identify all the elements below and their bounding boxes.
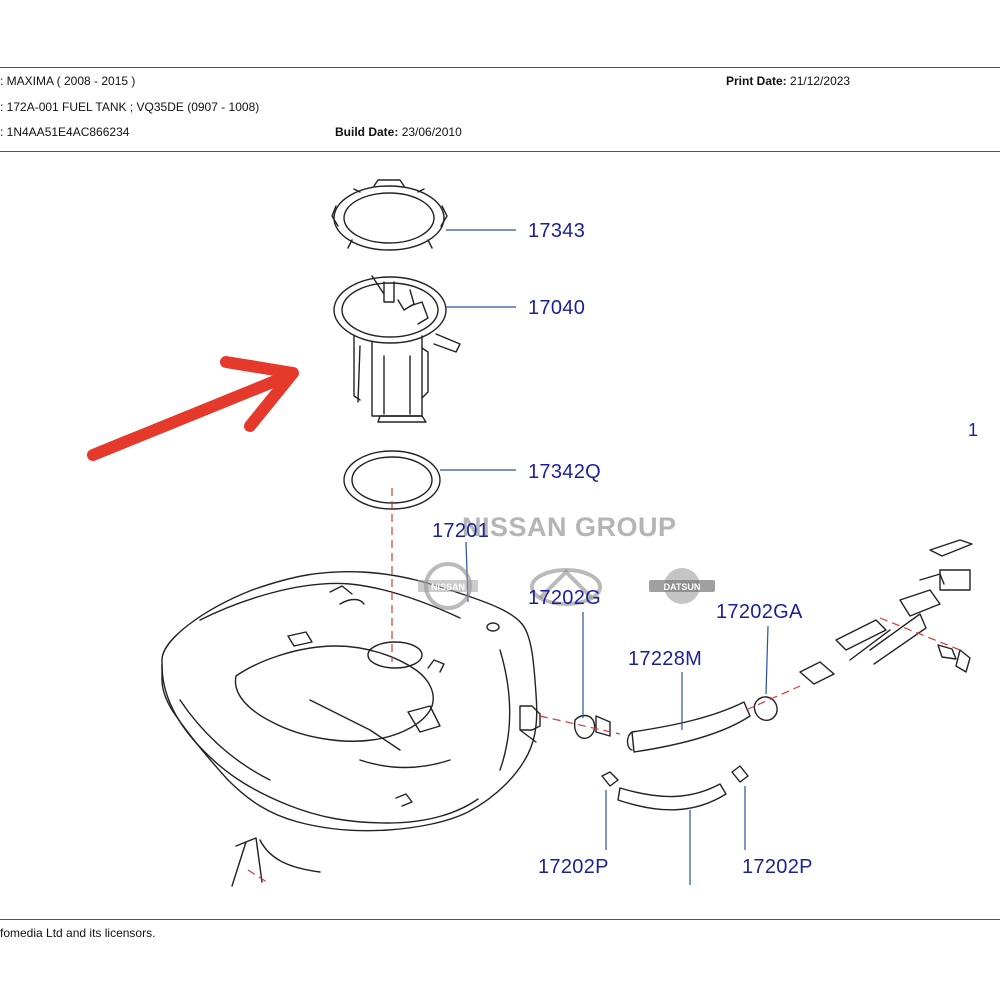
lock-ring-part xyxy=(331,179,448,251)
callout-17202ga[interactable]: 17202GA xyxy=(716,601,803,623)
build-date-label: Build Date: xyxy=(335,125,399,139)
callout-17040[interactable]: 17040 xyxy=(528,297,586,319)
callout-17228m[interactable]: 17228M xyxy=(628,648,703,670)
lower-bracket xyxy=(231,837,263,887)
callout-17202p-right[interactable]: 17202P xyxy=(742,856,813,878)
print-date: Print Date: 21/12/2023 xyxy=(726,74,850,88)
red-arrow-annotation xyxy=(87,356,299,461)
nissan-logo: NISSAN xyxy=(418,562,478,610)
callout-17201[interactable]: 17201 xyxy=(432,520,490,542)
datsun-logo: DATSUN xyxy=(649,568,715,604)
header-top-rule xyxy=(0,67,1000,68)
callout-edge-partial[interactable]: 1 xyxy=(968,420,979,440)
callout-17202p-left[interactable]: 17202P xyxy=(538,856,609,878)
section-text: : 172A-001 FUEL TANK ; VQ35DE (0907 - 10… xyxy=(0,100,260,114)
assembly-dashed-lines xyxy=(247,488,961,885)
fuel-pump-module-part xyxy=(333,275,461,423)
callout-17343[interactable]: 17343 xyxy=(528,220,586,242)
build-date: Build Date: 23/06/2010 xyxy=(335,125,462,139)
fuel-tank-body xyxy=(161,570,541,873)
svg-text:NISSAN: NISSAN xyxy=(431,582,465,592)
filler-hose-assembly xyxy=(573,539,973,811)
footer-rule xyxy=(0,919,1000,920)
gasket-part xyxy=(343,450,441,510)
infiniti-logo xyxy=(530,568,602,606)
callout-17202g[interactable]: 17202G xyxy=(528,587,601,609)
print-date-label: Print Date: xyxy=(726,74,787,88)
watermark-text: NISSAN GROUP xyxy=(462,512,677,542)
header-bottom-rule xyxy=(0,151,1000,152)
svg-text:DATSUN: DATSUN xyxy=(664,582,701,592)
vin-text: : 1N4AA51E4AC866234 xyxy=(0,125,130,139)
callout-17342q[interactable]: 17342Q xyxy=(528,461,601,483)
callout-leaders xyxy=(440,229,769,885)
model-text: : MAXIMA ( 2008 - 2015 ) xyxy=(0,74,136,88)
copyright-footer: fomedia Ltd and its licensors. xyxy=(0,926,156,940)
build-date-value: 23/06/2010 xyxy=(401,125,462,139)
print-date-value: 21/12/2023 xyxy=(790,74,851,88)
